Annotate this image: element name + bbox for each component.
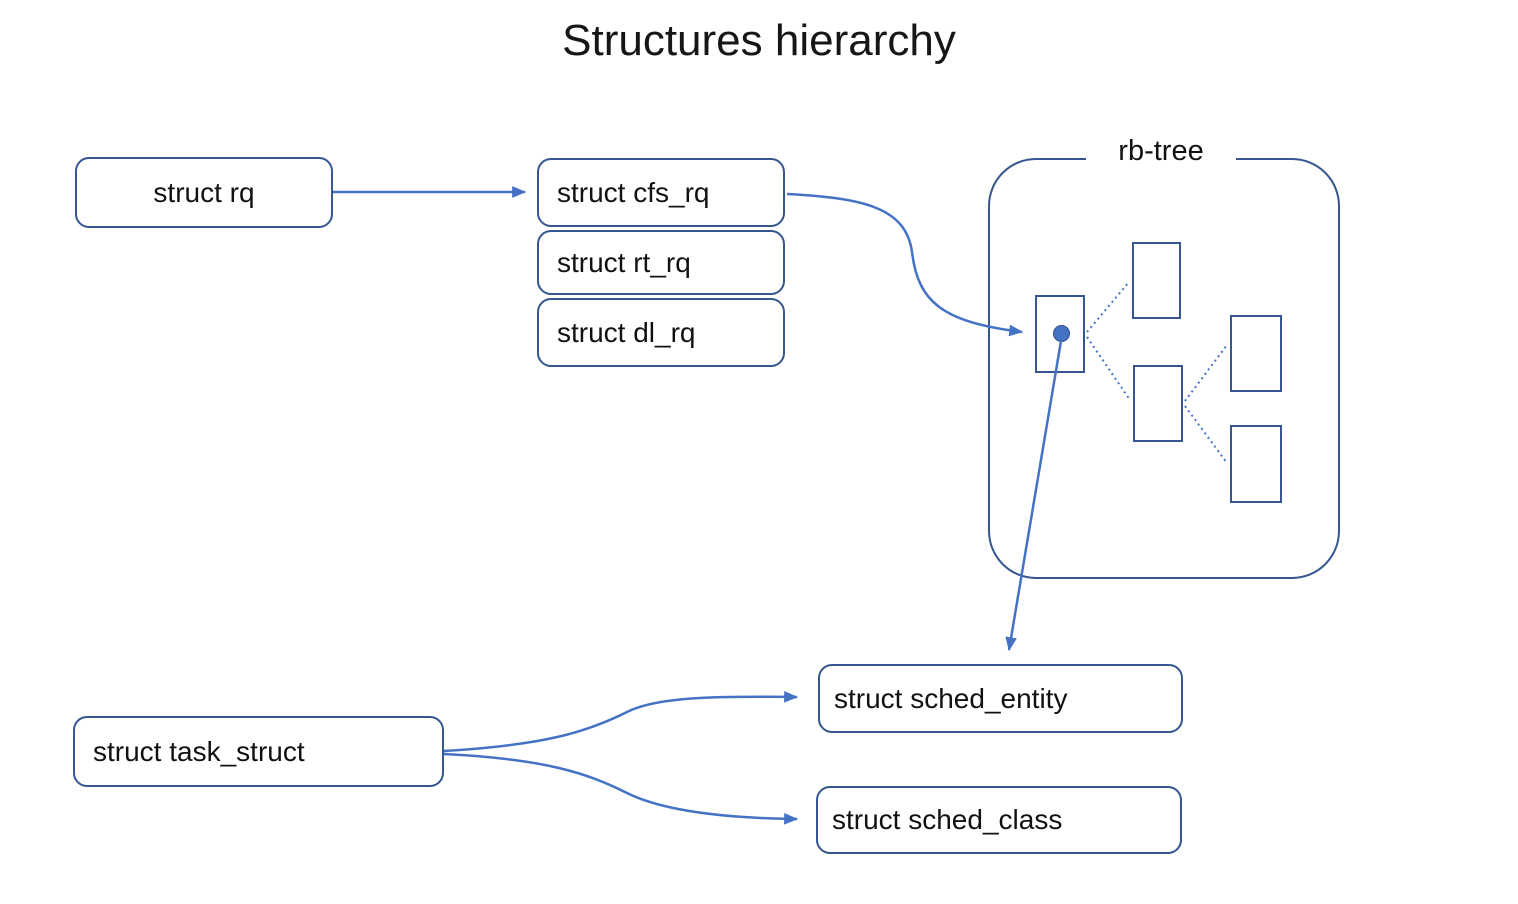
edge-task-struct-to-sched-class xyxy=(443,752,799,825)
edge-cfs-rq-to-rbtree-root xyxy=(786,192,1024,337)
rb-tree-child-right-top xyxy=(1230,315,1282,392)
edge-task-struct-to-sched-entity xyxy=(443,691,799,753)
node-struct-cfs-rq: struct cfs_rq xyxy=(537,158,785,227)
node-struct-sched-class-label: struct sched_class xyxy=(832,804,1063,835)
node-struct-sched-entity: struct sched_entity xyxy=(818,664,1183,733)
node-struct-dl-rq: struct dl_rq xyxy=(537,298,785,367)
rb-tree-label: rb-tree xyxy=(1086,130,1236,172)
node-struct-rt-rq-label: struct rt_rq xyxy=(557,246,691,278)
diagram-title: Structures hierarchy xyxy=(562,16,956,65)
node-struct-rq: struct rq xyxy=(75,157,333,228)
node-struct-task-struct: struct task_struct xyxy=(73,716,444,787)
rb-tree-child-middle xyxy=(1133,365,1183,442)
rb-tree-child-top xyxy=(1132,242,1181,319)
node-struct-cfs-rq-label: struct cfs_rq xyxy=(557,176,710,208)
node-struct-rt-rq: struct rt_rq xyxy=(537,230,785,295)
node-struct-sched-class: struct sched_class xyxy=(816,786,1182,854)
rb-tree-root-dot xyxy=(1053,325,1070,342)
node-struct-task-struct-label: struct task_struct xyxy=(93,735,305,767)
node-struct-dl-rq-label: struct dl_rq xyxy=(557,316,696,348)
node-struct-sched-entity-label: struct sched_entity xyxy=(834,682,1068,714)
node-struct-rq-label: struct rq xyxy=(153,176,255,208)
rb-tree-child-right-bottom xyxy=(1230,425,1282,503)
